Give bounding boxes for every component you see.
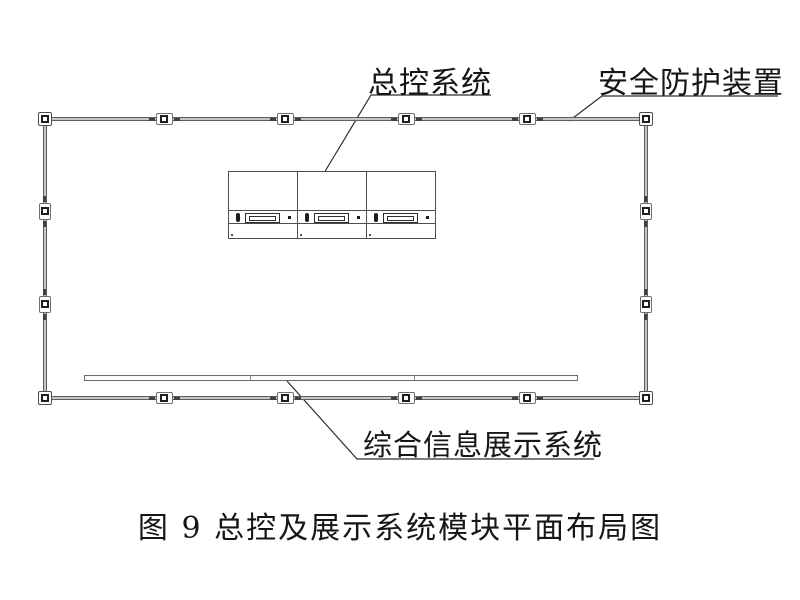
cabinet-indicator	[426, 216, 429, 219]
fence-rail-left	[43, 117, 47, 400]
cabinet-panel-band	[367, 210, 435, 224]
display-wall-divider	[250, 376, 251, 380]
fence-post-core	[160, 394, 168, 402]
fence-post	[39, 195, 51, 227]
fence-post-core	[160, 115, 168, 123]
info-display-wall	[84, 375, 578, 381]
cabinet-handle	[236, 213, 240, 222]
label-safety-guard-device: 安全防护装置	[598, 66, 784, 101]
fence-post-core	[402, 115, 410, 123]
cabinet-base-mark	[231, 234, 233, 236]
cabinet-indicator	[357, 216, 360, 219]
fence-post	[390, 392, 422, 404]
control-cabinet	[366, 171, 436, 239]
cabinet-vent-inner	[318, 215, 345, 221]
cabinet-indicator	[288, 216, 291, 219]
control-cabinet	[297, 171, 367, 239]
fence-rail-top	[43, 117, 648, 121]
fence-post	[639, 391, 653, 405]
leader-master_control	[317, 94, 491, 184]
cabinet-vent-slot	[245, 213, 280, 223]
cabinet-vent-inner	[387, 215, 414, 221]
fence-post	[390, 113, 422, 125]
cabinet-handle	[374, 213, 378, 222]
fence-post-core	[642, 394, 650, 402]
cabinet-panel-band	[229, 210, 297, 224]
cabinet-vent-slot	[383, 213, 418, 223]
fence-post	[38, 112, 52, 126]
fence-post	[640, 195, 652, 227]
fence-post-core	[281, 394, 289, 402]
fence-post	[148, 392, 180, 404]
fence-post	[639, 112, 653, 126]
fence-post-core	[642, 207, 650, 215]
cabinet-base-mark	[369, 234, 371, 236]
fence-post-core	[402, 394, 410, 402]
fence-post-core	[642, 115, 650, 123]
fence-post-core	[642, 300, 650, 308]
fence-rail-right	[644, 117, 648, 400]
fence-post	[511, 392, 543, 404]
fence-rail-bottom	[43, 396, 648, 400]
fence-post-core	[281, 115, 289, 123]
fence-post-core	[523, 115, 531, 123]
fence-post-core	[41, 115, 49, 123]
fence-post-core	[41, 207, 49, 215]
fence-post	[511, 113, 543, 125]
fence-post-core	[523, 394, 531, 402]
cabinet-vent-slot	[314, 213, 349, 223]
cabinet-handle	[305, 213, 309, 222]
cabinet-vent-inner	[249, 215, 276, 221]
cabinet-base-mark	[300, 234, 302, 236]
fence-post	[269, 392, 301, 404]
fence-post	[39, 288, 51, 320]
fence-post-core	[41, 394, 49, 402]
cabinet-panel-band	[298, 210, 366, 224]
display-wall-divider	[414, 376, 415, 380]
fence-post	[269, 113, 301, 125]
fence-post	[640, 288, 652, 320]
label-info-display-system: 综合信息展示系统	[363, 428, 604, 462]
figure-caption: 图 9 总控及展示系统模块平面布局图	[137, 511, 663, 546]
fence-post	[38, 391, 52, 405]
fence-post	[148, 113, 180, 125]
control-cabinet	[228, 171, 298, 239]
label-master-control-system: 总控系统	[368, 66, 492, 101]
fence-post-core	[41, 300, 49, 308]
